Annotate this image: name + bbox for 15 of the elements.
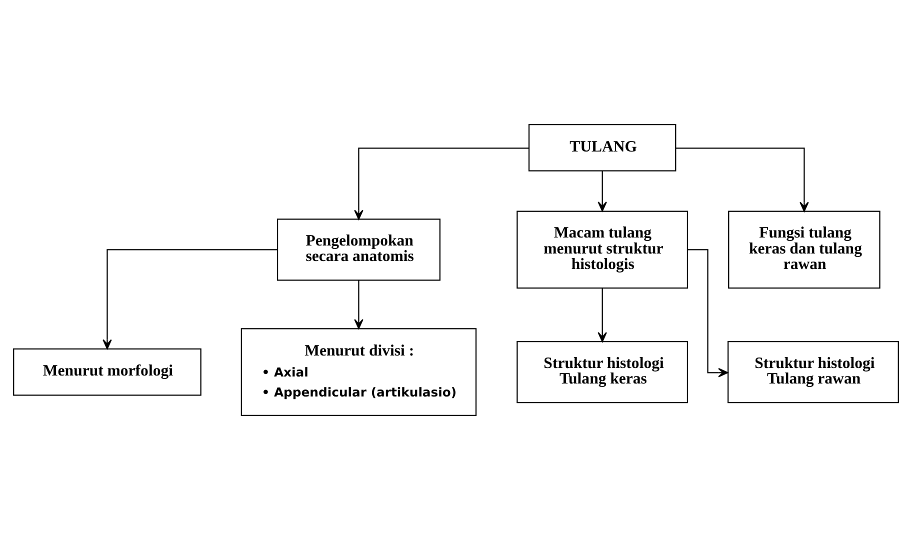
arrow — [354, 280, 364, 330]
node-box: Menurut divisi : • Axial • Appendicular (artikulasio) — [240, 328, 477, 416]
node-box: Menurut morfologi — [13, 348, 202, 396]
arrow — [102, 249, 278, 350]
arrow — [688, 249, 728, 378]
arrow — [598, 288, 607, 342]
node-box: TULANG — [528, 124, 676, 172]
node-box: Fungsi tulang keras dan tulang rawan — [728, 210, 880, 289]
node-box: Macam tulang menurut struktur histologis — [516, 210, 688, 289]
node-box: Struktur histologi Tulang rawan — [728, 341, 899, 404]
arrow — [354, 148, 529, 220]
node-box: Pengelompokan secara anatomis — [276, 218, 440, 281]
arrow — [676, 148, 809, 212]
node-box: Struktur histologi Tulang keras — [516, 341, 688, 404]
arrow — [598, 170, 607, 212]
